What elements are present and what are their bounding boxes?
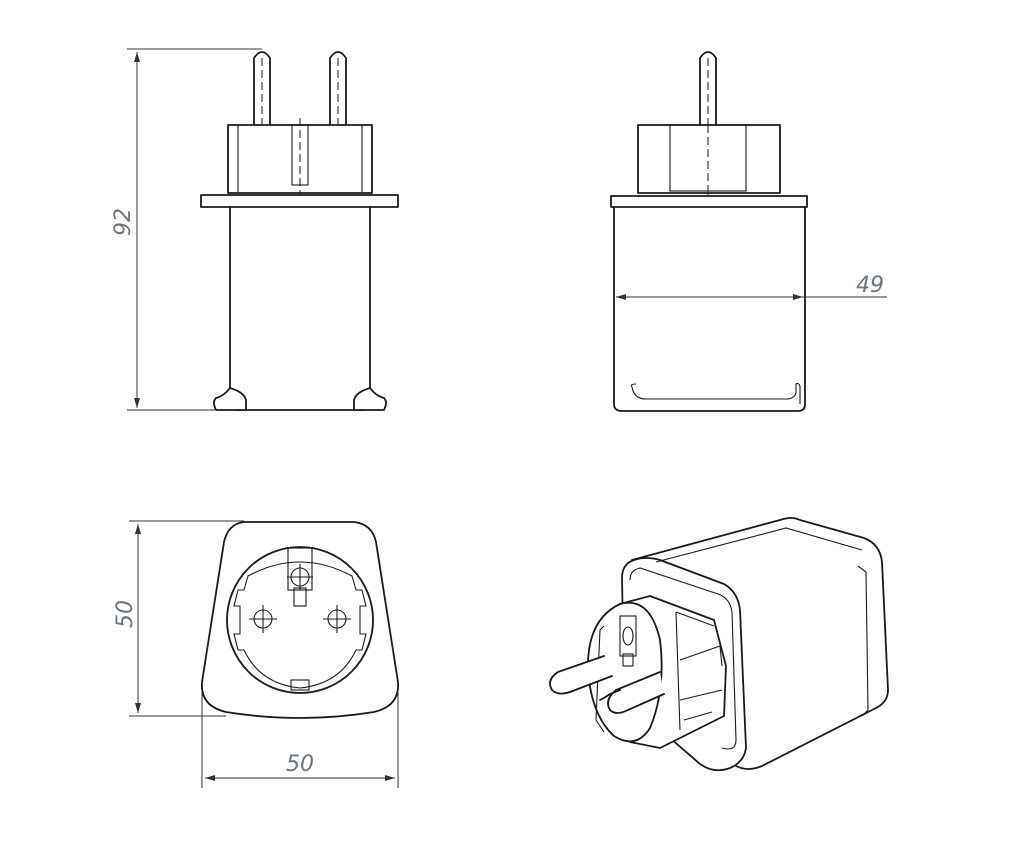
dimension-height: 92 (111, 48, 262, 411)
side-view (610, 51, 808, 412)
dimension-height-label: 92 (111, 208, 136, 236)
dimension-face-height-label: 50 (113, 600, 138, 628)
face-view (201, 521, 399, 719)
dimension-face-width-label: 50 (286, 752, 314, 777)
dimension-depth-label: 49 (856, 273, 884, 298)
isometric-view (549, 517, 889, 772)
dimension-face-height: 50 (113, 520, 244, 717)
front-view-pins (253, 51, 347, 130)
dimension-depth: 49 (616, 273, 887, 300)
front-view (200, 51, 399, 411)
dimension-face-width: 50 (201, 690, 399, 788)
